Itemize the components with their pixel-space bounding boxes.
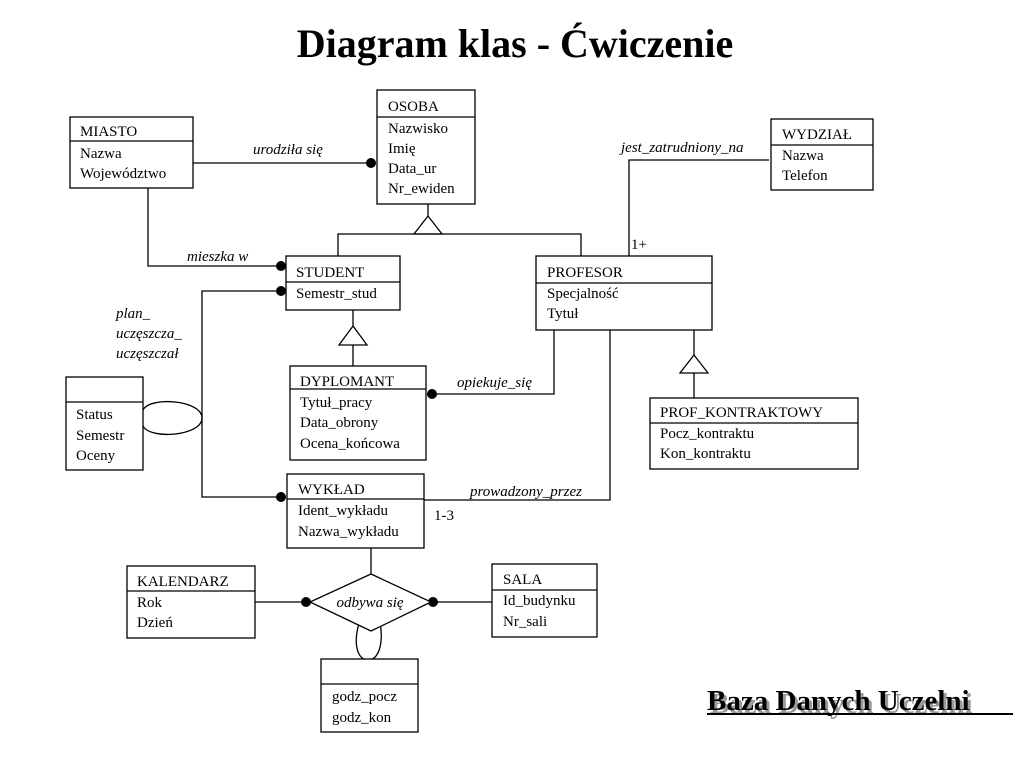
- class-name-student: STUDENT: [296, 265, 364, 281]
- class-attr: godz_pocz: [332, 689, 397, 705]
- assoc-end-dot: [276, 261, 286, 271]
- assoc-end-dot: [301, 597, 311, 607]
- link-class-loop-status: [142, 400, 203, 436]
- class-attr: Tytuł_pracy: [300, 395, 373, 411]
- class-attr: Tytuł: [547, 306, 579, 322]
- class-name-profesor: PROFESOR: [547, 265, 623, 281]
- class-attr: godz_kon: [332, 710, 392, 726]
- assoc-line-jest-zatrudniony-na: [628, 159, 769, 256]
- assoc-line-prowadzony-przez: [424, 330, 611, 501]
- class-attr: Telefon: [782, 168, 828, 184]
- class-name-osoba: OSOBA: [388, 99, 439, 115]
- class-attr: Id_budynku: [503, 593, 576, 609]
- class-attr: Data_ur: [388, 161, 436, 177]
- assoc-label-mieszka-w: mieszka w: [187, 249, 248, 265]
- assoc-label-prowadzony-przez: prowadzony_przez: [469, 484, 582, 500]
- multiplicity-profesor-wydzial: 1+: [631, 237, 647, 253]
- class-wyklad: WYKŁAD Ident_wykładu Nazwa_wykładu: [286, 473, 425, 549]
- class-attr: Nazwisko: [388, 121, 448, 137]
- class-link-godz: godz_pocz godz_kon: [320, 658, 419, 733]
- assoc-line-opiekuje-sie: [432, 330, 555, 395]
- class-miasto: MIASTO Nazwa Województwo: [69, 116, 194, 189]
- class-wydzial: WYDZIAŁ Nazwa Telefon: [770, 118, 874, 191]
- multiplicity-wyklad-profesor: 1-3: [434, 508, 454, 524]
- assoc-label-plan-2: uczęszcza_: [116, 326, 182, 342]
- class-attr: Nr_sali: [503, 614, 547, 630]
- class-attr: Nazwa: [782, 148, 824, 164]
- assoc-line-plan: [201, 290, 280, 498]
- class-name-sala: SALA: [503, 572, 542, 588]
- class-attr: Ident_wykładu: [298, 503, 388, 519]
- class-attr: Semestr: [76, 428, 124, 444]
- assoc-end-dot: [427, 389, 437, 399]
- class-attr: Dzień: [137, 615, 173, 631]
- class-sala: SALA Id_budynku Nr_sali: [491, 563, 598, 638]
- class-name-miasto: MIASTO: [80, 124, 137, 140]
- assoc-label-jest-zatrudniony-na: jest_zatrudniony_na: [619, 140, 744, 156]
- class-attr: Semestr_stud: [296, 286, 377, 302]
- generalization-triangle-osoba: [412, 214, 444, 235]
- class-attr: Specjalność: [547, 286, 619, 302]
- class-link-status: Status Semestr Oceny: [65, 376, 144, 471]
- class-name-wyklad: WYKŁAD: [298, 482, 365, 498]
- class-prof-kontraktowy: PROF_KONTRAKTOWY Pocz_kontraktu Kon_kont…: [649, 397, 859, 470]
- footer-title: Baza Danych Uczelni: [707, 685, 970, 717]
- class-attr: Województwo: [80, 166, 166, 182]
- class-name-wydzial: WYDZIAŁ: [782, 127, 852, 143]
- class-name-kalendarz: KALENDARZ: [137, 574, 229, 590]
- class-attr: Nazwa: [80, 146, 122, 162]
- assoc-end-dot: [276, 492, 286, 502]
- class-attr: Kon_kontraktu: [660, 446, 751, 462]
- class-name-dyplomant: DYPLOMANT: [300, 374, 394, 390]
- assoc-end-dot: [428, 597, 438, 607]
- class-name-prof-kontraktowy: PROF_KONTRAKTOWY: [660, 405, 823, 421]
- class-attr: Rok: [137, 595, 163, 611]
- class-dyplomant: DYPLOMANT Tytuł_pracy Data_obrony Ocena_…: [289, 365, 427, 461]
- class-attr: Status: [76, 407, 113, 423]
- assoc-end-dot: [276, 286, 286, 296]
- association-diamond: [308, 573, 433, 632]
- assoc-label-opiekuje-sie: opiekuje_się: [457, 375, 532, 391]
- assoc-label-urodzila-sie: urodziła się: [253, 142, 323, 158]
- class-attr: Nr_ewiden: [388, 181, 455, 197]
- class-attr: Oceny: [76, 448, 116, 464]
- assoc-line-mieszka-w: [147, 188, 280, 267]
- class-osoba: OSOBA Nazwisko Imię Data_ur Nr_ewiden: [376, 89, 476, 205]
- generalization-triangle-student: [337, 324, 369, 346]
- class-attr: Ocena_końcowa: [300, 436, 400, 452]
- generalization-triangle-profesor: [678, 353, 710, 374]
- assoc-label-plan-1: plan_: [115, 306, 151, 322]
- class-attr: Imię: [388, 141, 416, 157]
- class-profesor: PROFESOR Specjalność Tytuł: [535, 255, 713, 331]
- generalization-line-osoba: [337, 233, 582, 256]
- class-attr: Pocz_kontraktu: [660, 426, 755, 442]
- page-title: Diagram klas - Ćwiczenie: [297, 21, 734, 66]
- assoc-label-plan-3: uczęszczał: [116, 346, 179, 362]
- class-student: STUDENT Semestr_stud: [285, 255, 401, 311]
- class-kalendarz: KALENDARZ Rok Dzień: [126, 565, 256, 639]
- class-attr: Data_obrony: [300, 415, 379, 431]
- assoc-end-dot: [366, 158, 376, 168]
- class-attr: Nazwa_wykładu: [298, 524, 399, 540]
- assoc-label-odbywa-sie: odbywa się: [336, 595, 403, 611]
